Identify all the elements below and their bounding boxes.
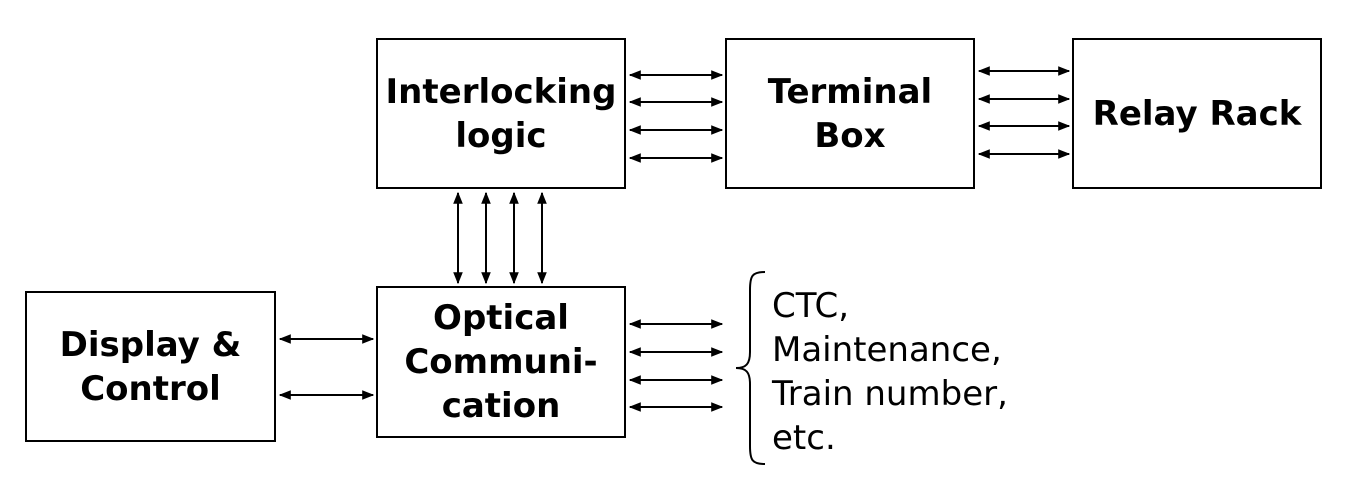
display-line-2: Control xyxy=(80,368,221,409)
interlocking-line-2: logic xyxy=(455,115,547,156)
arrows-display-optical xyxy=(278,334,375,400)
arrows-terminal-relay xyxy=(977,66,1071,159)
arrows-optical-external xyxy=(628,319,724,412)
arrows-interlocking-optical xyxy=(453,191,547,285)
external-interfaces-list: CTC, Maintenance, Train number, etc. xyxy=(772,284,1008,460)
terminal-box-block: Terminal Box xyxy=(725,38,975,189)
optical-line-1: Optical xyxy=(433,298,569,338)
external-item-etc: etc. xyxy=(772,418,836,458)
optical-line-2: Communi- xyxy=(404,342,598,382)
external-item-maintenance: Maintenance, xyxy=(772,330,1002,370)
display-control-block: Display & Control xyxy=(25,291,276,442)
optical-communication-block: Optical Communi- cation xyxy=(376,286,626,438)
external-item-ctc: CTC, xyxy=(772,286,850,326)
optical-line-3: cation xyxy=(441,386,561,426)
interlocking-line-1: Interlocking xyxy=(385,71,617,112)
external-item-train-number: Train number, xyxy=(772,374,1008,414)
interlocking-logic-block: Interlocking logic xyxy=(376,38,626,189)
terminal-line-1: Terminal xyxy=(767,71,933,112)
relay-rack-block: Relay Rack xyxy=(1072,38,1322,189)
terminal-line-2: Box xyxy=(814,115,886,156)
arrows-interlocking-terminal xyxy=(628,70,724,163)
curly-brace xyxy=(735,271,766,465)
display-line-1: Display & xyxy=(59,324,242,365)
relay-line-1: Relay Rack xyxy=(1092,93,1302,134)
